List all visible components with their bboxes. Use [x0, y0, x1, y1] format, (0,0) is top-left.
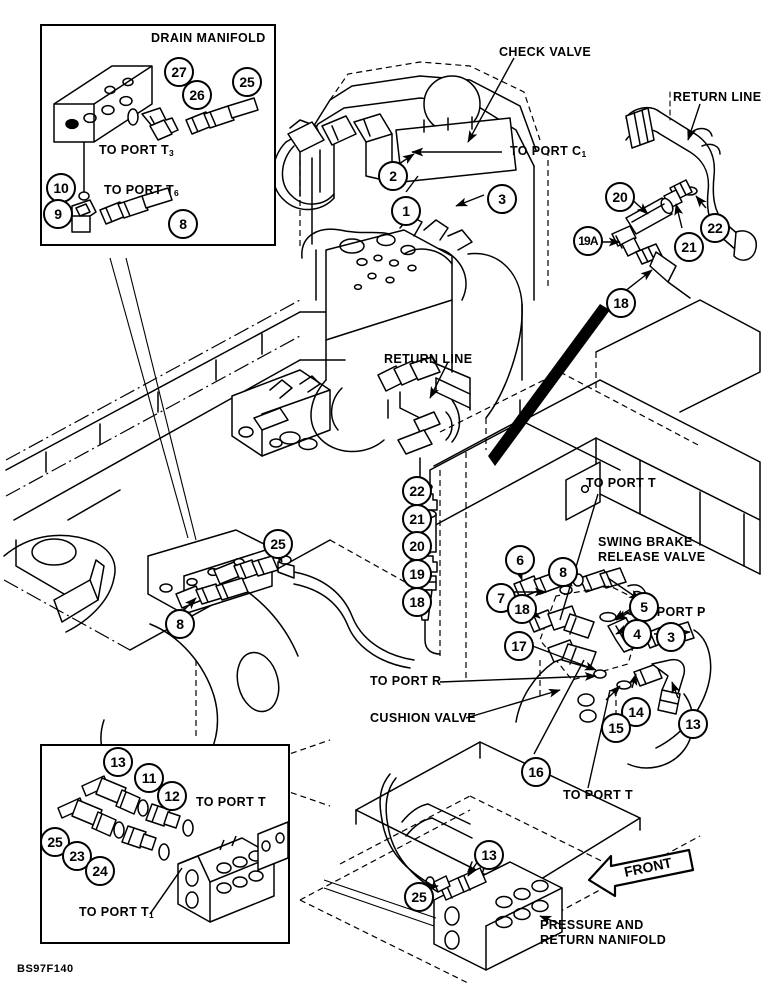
callout-bubble-20: 20 — [402, 531, 432, 561]
label-return-line-top: RETURN LINE — [673, 90, 762, 104]
label-swing-brake-release-valve: SWING BRAKE RELEASE VALVE — [598, 535, 706, 565]
right-frame-structure — [429, 299, 761, 582]
callout-bubble-25: 25 — [263, 529, 293, 559]
pressure-manifold-line1: PRESSURE AND — [540, 918, 644, 932]
callout-bubble-13: 13 — [103, 747, 133, 777]
callout-bubble-18: 18 — [402, 587, 432, 617]
callout-bubble-22: 22 — [700, 213, 730, 243]
label-to-port-t-detail: TO PORT T — [196, 795, 267, 809]
drain-manifold-artwork: .d{fill:#fff;stroke:#000;stroke-width:1.… — [53, 65, 259, 233]
callout-bubble-3: 3 — [656, 622, 686, 652]
label-to-port-c1-sub: 1 — [581, 149, 587, 159]
callout-bubble-21: 21 — [674, 232, 704, 262]
label-to-port-t6-text: TO PORT T — [104, 183, 175, 197]
label-to-port-t3-sub: 3 — [169, 148, 175, 158]
port-t1-manifold-artwork: .b{fill:#fff;stroke:#000;stroke-width:1.… — [57, 775, 289, 923]
callout-bubble-12: 12 — [157, 781, 187, 811]
label-to-port-t3: TO PORT T3 — [99, 143, 174, 158]
label-pressure-return-manifold: PRESSURE AND RETURN NANIFOLD — [540, 918, 666, 948]
label-to-port-t6-sub: 6 — [174, 188, 180, 198]
label-return-line-mid: RETURN LINE — [384, 352, 473, 366]
callout-bubble-6: 6 — [505, 545, 535, 575]
callout-bubble-13: 13 — [678, 709, 708, 739]
label-to-port-t1-sub: 1 — [149, 910, 155, 920]
callout-bubble-25: 25 — [404, 882, 434, 912]
callout-18-thick-leader — [488, 304, 610, 466]
callout-bubble-8: 8 — [165, 609, 195, 639]
callout-bubble-25: 25 — [232, 67, 262, 97]
pressure-manifold-line2: RETURN NANIFOLD — [540, 932, 667, 947]
callout-bubble-22: 22 — [402, 476, 432, 506]
callout-bubble-16: 16 — [521, 757, 551, 787]
callout-bubble-25: 25 — [40, 827, 70, 857]
label-to-port-t3-text: TO PORT T — [99, 143, 170, 157]
callout-bubble-24: 24 — [85, 856, 115, 886]
callout-bubble-21: 21 — [402, 504, 432, 534]
label-to-port-t-upper: TO PORT T — [586, 476, 657, 490]
swing-brake-line1: SWING BRAKE — [598, 535, 693, 549]
drain-manifold-detail-box: .d{fill:#fff;stroke:#000;stroke-width:1.… — [40, 24, 276, 246]
callout-bubble-3: 3 — [487, 184, 517, 214]
callout-bubble-13: 13 — [474, 840, 504, 870]
callout-bubble-1: 1 — [391, 196, 421, 226]
chassis-frame — [3, 299, 431, 651]
callout-bubble-19: 19 — [402, 559, 432, 589]
label-to-port-c1: TO PORT C1 — [510, 144, 587, 159]
label-to-port-t-lower: TO PORT T — [563, 788, 634, 802]
callout-bubble-20: 20 — [605, 182, 635, 212]
label-to-port-t6: TO PORT T6 — [104, 183, 179, 198]
callout-bubble-5: 5 — [629, 592, 659, 622]
callout-bubble-10: 10 — [46, 173, 76, 203]
callout-bubble-17: 17 — [504, 631, 534, 661]
callout-bubble-19A: 19A — [573, 226, 603, 256]
callout-bubble-15: 15 — [601, 713, 631, 743]
callout-bubble-8: 8 — [168, 209, 198, 239]
callout-bubble-8: 8 — [548, 557, 578, 587]
callout-bubble-26: 26 — [182, 80, 212, 110]
label-cushion-valve: CUSHION VALVE — [370, 711, 477, 725]
label-to-port-c1-text: TO PORT C — [510, 144, 582, 158]
callout-bubble-2: 2 — [378, 161, 408, 191]
callout-bubble-18: 18 — [507, 594, 537, 624]
callout-bubble-9: 9 — [43, 199, 73, 229]
top-right-return-hose — [611, 106, 757, 299]
figure-code: BS97F140 — [17, 963, 74, 975]
front-direction-arrow: FRONT — [587, 848, 695, 898]
label-check-valve: CHECK VALVE — [499, 45, 592, 59]
label-to-port-r: TO PORT R — [370, 674, 442, 688]
label-drain-manifold: DRAIN MANIFOLD — [151, 31, 266, 45]
callout-bubble-18: 18 — [606, 288, 636, 318]
callout-bubble-4: 4 — [622, 619, 652, 649]
label-to-port-t1-text: TO PORT T — [79, 905, 150, 919]
swing-brake-line2: RELEASE VALVE — [598, 549, 706, 564]
engine-housing — [231, 61, 549, 457]
label-to-port-t1: TO PORT T1 — [79, 905, 154, 920]
lower-platform — [299, 741, 701, 985]
